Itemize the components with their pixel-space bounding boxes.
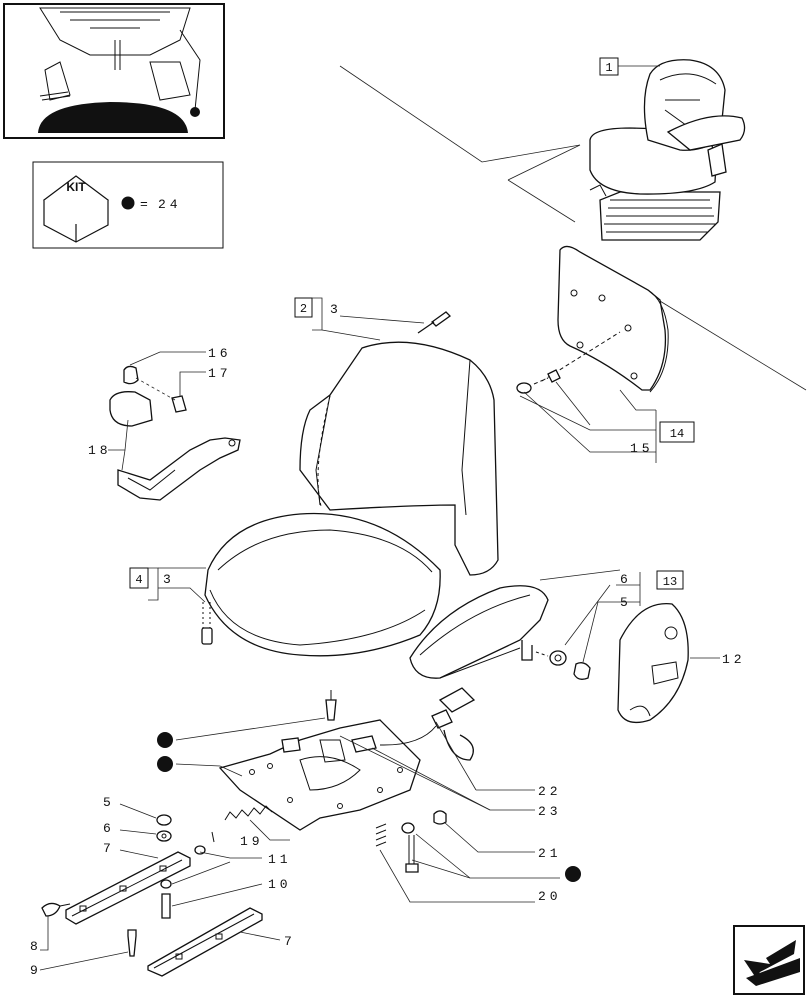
seat-rail-lower <box>147 907 263 977</box>
kit-equals: = <box>140 197 152 212</box>
stud-bolt <box>325 699 337 721</box>
callout-4: 4 <box>135 573 142 587</box>
spring-vertical <box>375 823 387 847</box>
callout-17: 17 <box>208 366 232 381</box>
side-cover <box>617 603 689 724</box>
seat-cushion <box>204 512 441 657</box>
spring <box>224 805 273 821</box>
callout-5-right: 5 <box>620 595 632 610</box>
callout-22: 22 <box>538 784 562 799</box>
wiring-harness <box>351 687 476 761</box>
nut-left <box>156 814 172 826</box>
callout-16: 16 <box>208 346 232 361</box>
kit-quantity: 24 <box>158 197 182 212</box>
callout-7-left: 7 <box>103 841 115 856</box>
backrest-cushion <box>299 341 499 576</box>
seat-belt <box>109 365 241 501</box>
kit-box-icon: KIT <box>43 175 109 243</box>
kit-dot-1 <box>157 732 173 748</box>
callout-1: 1 <box>605 61 612 75</box>
callout-20: 20 <box>538 889 562 904</box>
back-panel <box>557 245 669 393</box>
callout-6-left: 6 <box>103 821 115 836</box>
callout-10: 10 <box>268 877 292 892</box>
armrest <box>409 585 549 679</box>
filled-dot-icon <box>121 196 135 210</box>
callout-5-left: 5 <box>103 795 115 810</box>
callout-3-top: 3 <box>330 302 342 317</box>
callout-7-right: 7 <box>284 934 296 949</box>
kit-text: KIT <box>66 180 86 194</box>
callout-2: 2 <box>300 302 307 316</box>
pin <box>194 845 206 855</box>
callout-15: 15 <box>630 441 654 456</box>
kit-dot-3 <box>565 866 581 882</box>
callout-14: 14 <box>670 427 684 441</box>
callout-8: 8 <box>30 939 42 954</box>
next-page-arrow-icon[interactable] <box>733 925 805 995</box>
callout-3-bottom: 3 <box>163 572 175 587</box>
callout-9: 9 <box>30 963 42 978</box>
callout-6-right: 6 <box>620 572 632 587</box>
washer-left <box>156 830 172 842</box>
callout-23: 23 <box>538 804 562 819</box>
callout-12: 12 <box>722 652 746 667</box>
callout-13: 13 <box>663 575 677 589</box>
kit-dot-2 <box>157 756 173 772</box>
callout-21: 21 <box>538 846 562 861</box>
callout-19: 19 <box>240 834 264 849</box>
kit-legend: KIT = 24 <box>32 161 224 249</box>
seat-rail-upper <box>65 851 191 925</box>
callout-18: 18 <box>88 443 112 458</box>
washer <box>549 650 567 666</box>
complete-seat-assembly <box>589 59 746 241</box>
cab-inset <box>3 3 225 139</box>
callout-11: 11 <box>268 852 292 867</box>
nut <box>573 662 591 680</box>
